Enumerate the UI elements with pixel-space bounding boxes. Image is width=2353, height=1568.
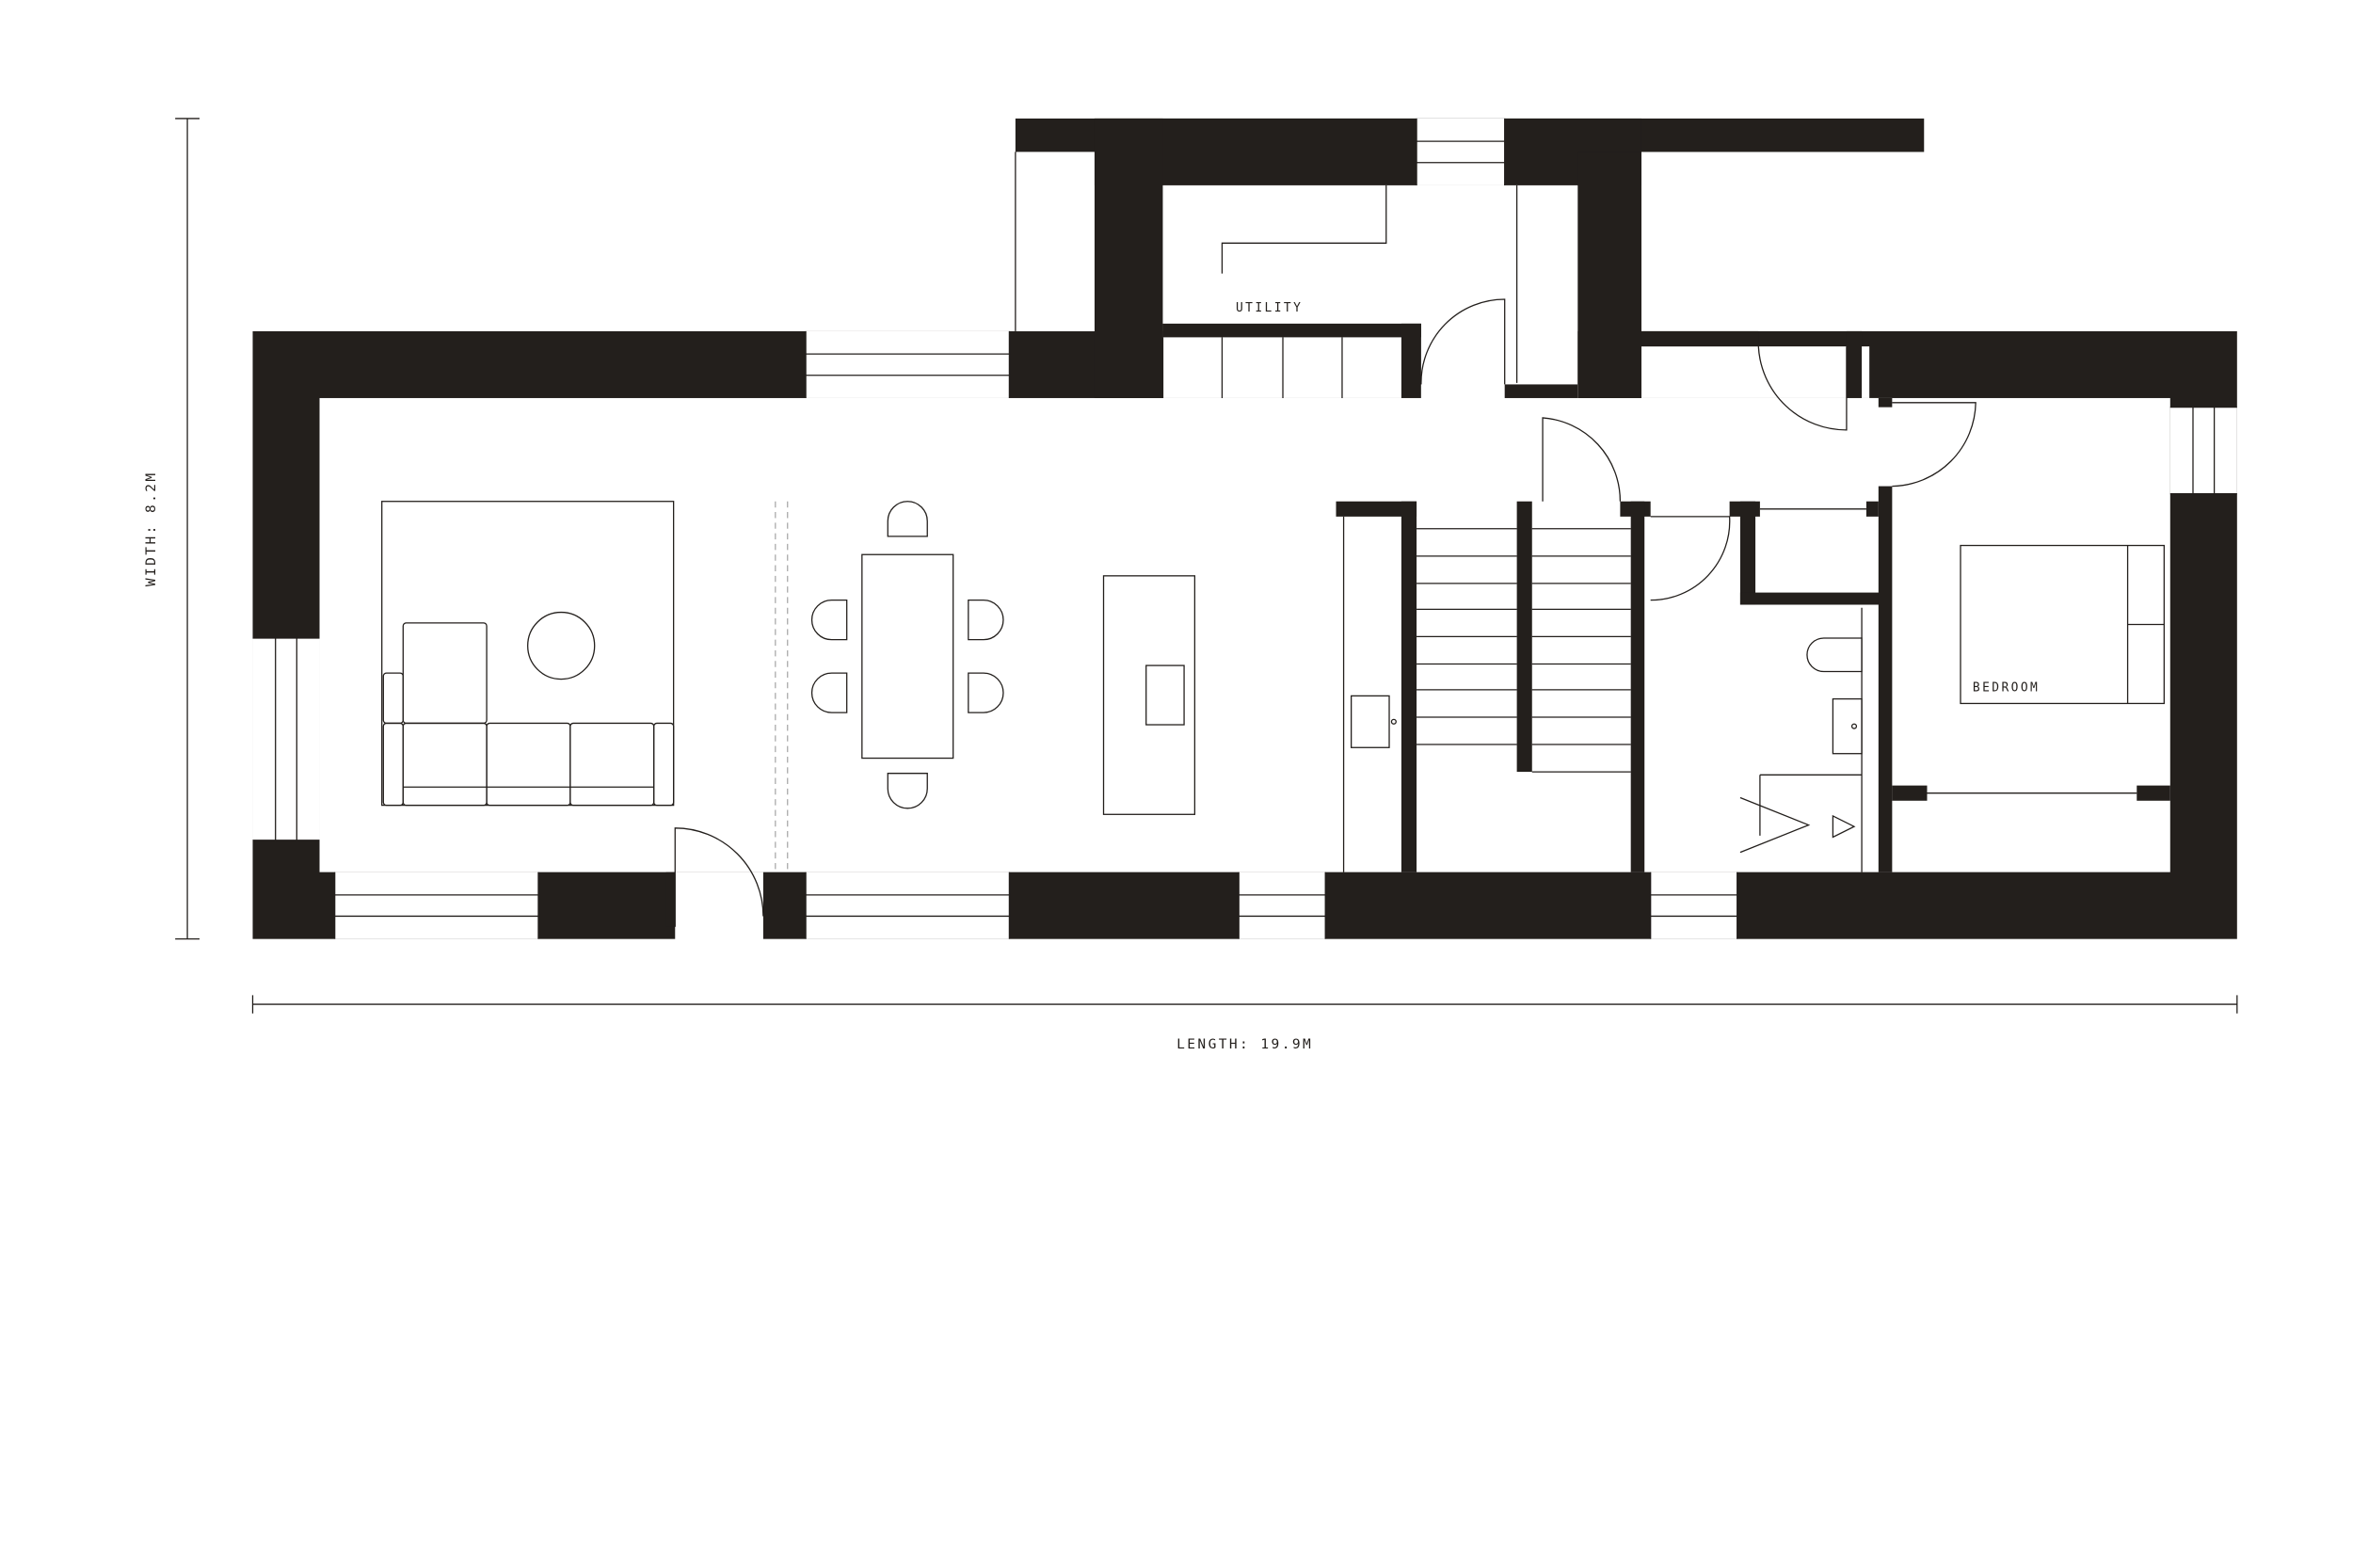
windows [252, 118, 2237, 939]
stairs [1417, 508, 1866, 773]
width-label: WIDTH: 8.2M [144, 471, 159, 586]
room-label-bedroom: BEDROOM [1973, 681, 2040, 696]
living-furniture [381, 501, 675, 807]
bed [1960, 544, 2165, 705]
length-label: LENGTH: 19.9M [1176, 1037, 1313, 1052]
length-dimension: LENGTH: 19.9M [251, 995, 2238, 1052]
bathroom-fixtures [1739, 607, 1863, 872]
width-dimension: WIDTH: 8.2M [144, 118, 200, 940]
kitchen-island [1102, 516, 1397, 872]
doors [674, 298, 1977, 927]
dining-furniture [810, 501, 1004, 809]
walls [252, 118, 2237, 941]
room-label-utility: UTILITY [1236, 301, 1303, 315]
